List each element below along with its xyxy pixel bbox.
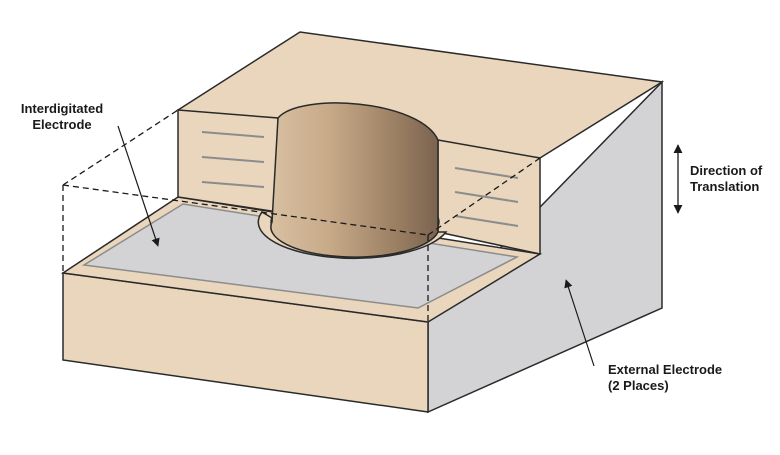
direction-label-line1: Direction of [690, 163, 763, 178]
external-label-line2: (2 Places) [608, 378, 669, 393]
interdigitated-label-line2: Electrode [32, 117, 91, 132]
bore-wall [270, 102, 439, 258]
right-block-electrode-lines [454, 167, 519, 227]
interdigitated-label-line1: Interdigitated [21, 101, 103, 116]
interdigitated-electrode-plate [81, 203, 520, 309]
dashed-outline [62, 109, 541, 322]
external-label-line1: External Electrode [608, 362, 722, 377]
external-leader-line [564, 279, 595, 367]
interdigitated-leader-line [117, 125, 160, 247]
left-block-electrode-lines [201, 131, 265, 188]
direction-label-line2: Translation [690, 179, 759, 194]
